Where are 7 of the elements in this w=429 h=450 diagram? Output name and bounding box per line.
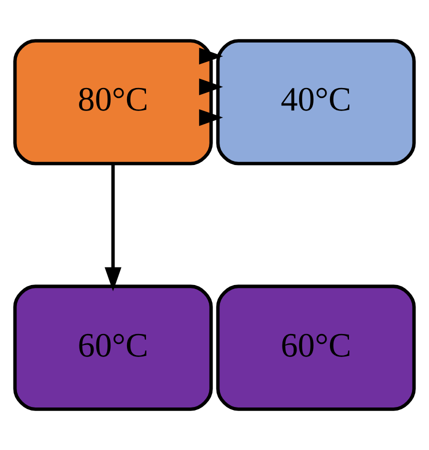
node-box: 60°C [216,284,416,411]
node-box: 60°C [13,284,213,411]
arrow [199,109,224,126]
node-box: 40°C [216,39,416,166]
arrow [199,48,224,64]
arrow [104,164,122,292]
arrow [199,78,224,96]
